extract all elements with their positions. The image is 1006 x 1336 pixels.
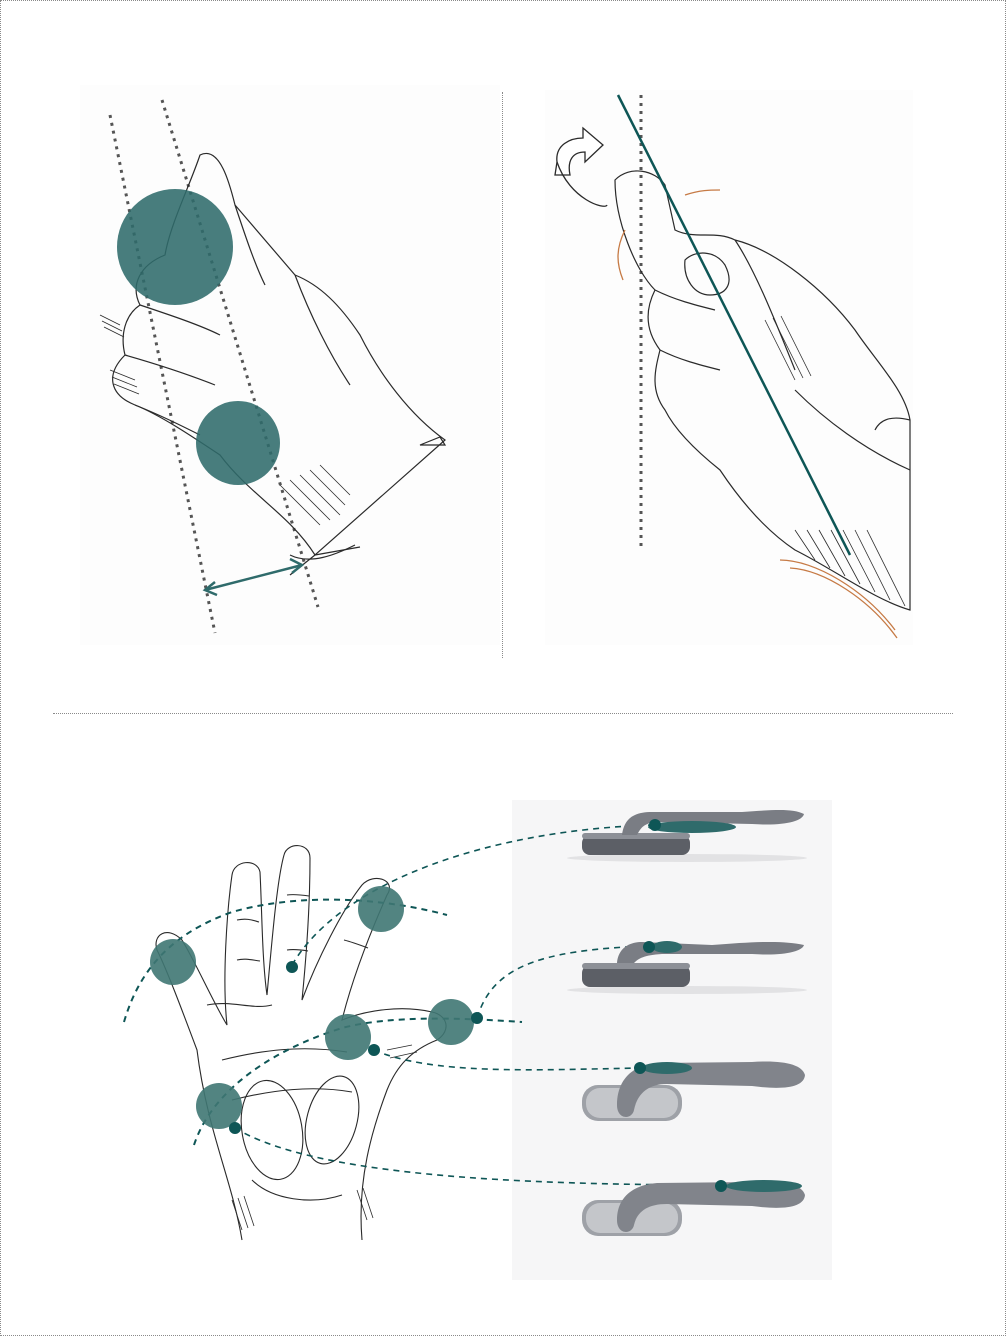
guide-line-left [108, 114, 217, 634]
handle-1 [567, 810, 807, 862]
palm-grip-marker [196, 401, 280, 485]
contact-zone-index-tip [358, 886, 404, 932]
contact-zone-palm-heel [196, 1083, 242, 1129]
rotation-sketch-panel [545, 90, 913, 645]
rotation-cues [617, 189, 898, 639]
handle-4 [582, 1180, 805, 1236]
hatching [764, 315, 906, 607]
contact-zone-thumb [428, 999, 474, 1045]
contact-zone-palm-center [325, 1014, 371, 1060]
hatching [99, 314, 351, 526]
vertical-divider [502, 92, 503, 658]
grip-sketch [80, 85, 500, 645]
rotation-axis-line [616, 94, 852, 556]
rotation-sketch [545, 90, 913, 645]
grip-sketch-panel [80, 85, 500, 645]
handle-2 [567, 941, 807, 994]
contact-mapping [112, 800, 832, 1280]
horizontal-divider [53, 713, 953, 714]
hand-sketch [614, 170, 911, 611]
connector-lines [234, 824, 723, 1186]
palm-hatching [231, 1044, 418, 1231]
contact-dot-icon [229, 961, 483, 1134]
rotate-arrow-icon [554, 126, 608, 207]
contact-mapping-panel [112, 800, 832, 1280]
contact-zone-pinky-tip [150, 939, 196, 985]
double-arrow-icon [202, 557, 305, 597]
thumb-grip-marker [117, 189, 233, 305]
handle-3 [582, 1061, 805, 1121]
guide-line-right [160, 99, 320, 608]
